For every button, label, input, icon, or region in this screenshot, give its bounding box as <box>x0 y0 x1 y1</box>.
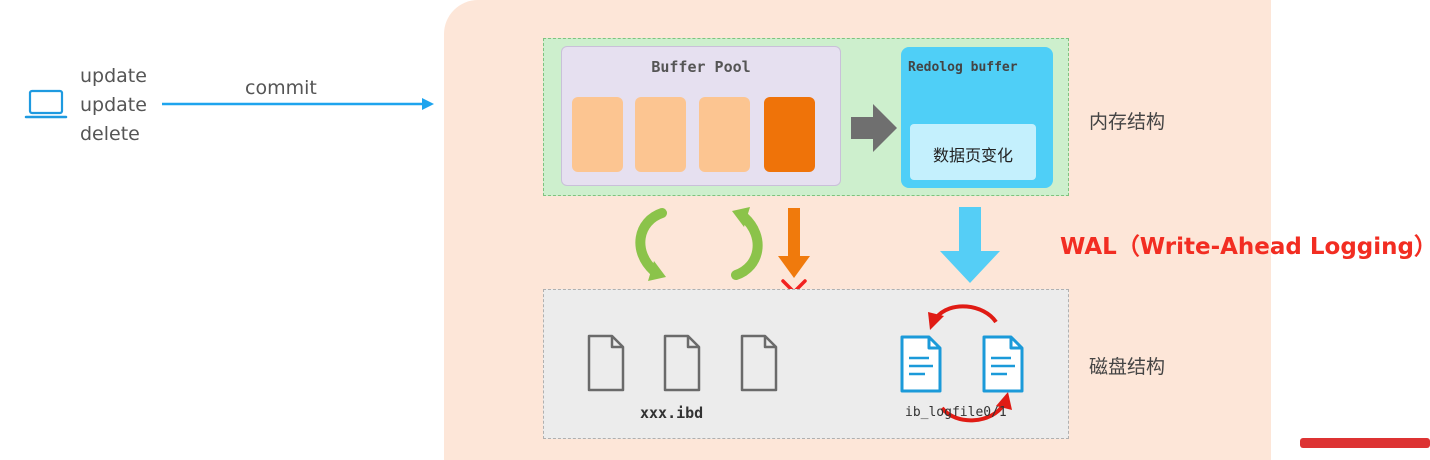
buffer-pool-title: Buffer Pool <box>651 58 751 76</box>
commit-arrow <box>162 98 434 110</box>
buffer-page <box>699 97 750 172</box>
log-rotation-arrows-icon <box>928 304 1012 423</box>
to-redolog-arrow <box>851 104 897 152</box>
sync-arrow-right-icon <box>731 207 763 280</box>
wal-label: WAL（Write-Ahead Logging） <box>1060 234 1430 260</box>
dirty-buffer-page <box>764 97 815 172</box>
write-log-arrow-icon <box>940 207 1000 283</box>
operation-update-1: update <box>80 65 147 87</box>
sync-arrow-left-icon <box>635 208 667 281</box>
logfile-1-icon <box>982 335 1024 393</box>
flush-arrow-icon <box>778 208 810 278</box>
data-page-change-box <box>910 124 1036 180</box>
file-icon <box>663 334 701 392</box>
ibd-file-label: xxx.ibd <box>640 404 704 422</box>
logfile-0-icon <box>900 335 942 393</box>
laptop-icon <box>24 89 68 119</box>
buffer-page <box>635 97 686 172</box>
corner-tab <box>1300 438 1430 448</box>
file-icon <box>740 334 778 392</box>
memory-structure-label: 内存结构 <box>1089 111 1166 133</box>
operation-update-2: update <box>80 94 147 116</box>
operation-delete: delete <box>80 123 140 145</box>
buffer-page <box>572 97 623 172</box>
data-page-change-label: 数据页变化 <box>932 146 1013 165</box>
disk-structure-box <box>543 289 1069 439</box>
redolog-buffer-title: Redolog buffer <box>908 60 1018 75</box>
logfile-label: ib_logfile0/1 <box>905 405 1007 420</box>
disk-structure-label: 磁盘结构 <box>1089 356 1166 378</box>
file-icon <box>587 334 625 392</box>
commit-label: commit <box>245 77 317 99</box>
